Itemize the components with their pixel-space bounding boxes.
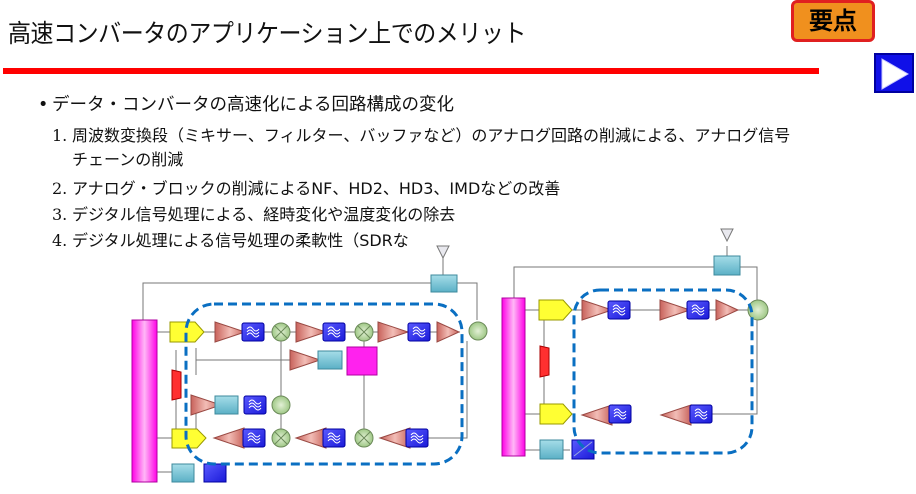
right-block-diagram (501, 228, 769, 460)
title-divider (3, 68, 819, 74)
list-item: 4.デジタル処理による信号処理の柔軟性（SDRな (52, 227, 409, 251)
next-slide-button[interactable] (874, 53, 914, 93)
adc-block (171, 428, 207, 449)
dashed-reduction-boundary (572, 288, 754, 455)
item-text: デジタル処理による信号処理の柔軟性（SDRな (72, 231, 409, 250)
dac-block (538, 299, 573, 321)
ant-control-block (430, 274, 458, 293)
dds-block (317, 350, 343, 370)
pll-block (214, 395, 239, 415)
main-bullet: •データ・コンバータの高速化による回路構成の変化 (38, 91, 454, 116)
freq-multiplier-block (346, 346, 378, 376)
video-process-block (539, 439, 564, 460)
item-number: 2. (52, 179, 68, 198)
bullet-text: データ・コンバータの高速化による回路構成の変化 (52, 95, 454, 115)
antenna-icon (436, 245, 450, 260)
oscillator-icon (271, 395, 291, 415)
item-number: 1. (52, 126, 68, 145)
list-item: 3.デジタル信号処理による、経時変化や温度変化の除去 (52, 201, 455, 225)
list-item: 1.周波数変換段（ミキサー、フィルター、バッファなど）のアナログ回路の削減による… (52, 122, 790, 170)
item-text-continued: チェーンの削減 (72, 150, 184, 169)
play-triangle-icon (881, 58, 910, 90)
circulator-icon (468, 321, 488, 341)
adc-block (539, 403, 573, 425)
fpga-dsp-block (131, 319, 158, 483)
item-text: デジタル信号処理による、経時変化や温度変化の除去 (72, 205, 456, 224)
vco-buf-block (171, 369, 182, 401)
video-process-block (171, 463, 195, 483)
left-block-diagram (131, 245, 488, 483)
ant-control-block (713, 255, 741, 276)
page-title: 高速コンバータのアプリケーション上でのメリット (8, 19, 526, 48)
antenna-icon (720, 228, 734, 243)
item-number: 3. (52, 205, 68, 224)
fpga-dsp-block (501, 297, 526, 457)
list-item: 2.アナログ・ブロックの削減によるNF、HD2、HD3、IMDなどの改善 (52, 175, 560, 199)
dashed-reduction-boundary (184, 302, 464, 466)
clk-gen-block (539, 345, 550, 378)
circulator-icon (747, 299, 769, 321)
key-points-badge[interactable]: 要点 (791, 0, 875, 42)
item-number: 4. (52, 231, 68, 250)
dac-block (169, 321, 205, 343)
item-text: 周波数変換段（ミキサー、フィルター、バッファなど）のアナログ回路の削減による、ア… (72, 126, 791, 145)
display-block (203, 463, 227, 483)
item-text: アナログ・ブロックの削減によるNF、HD2、HD3、IMDなどの改善 (72, 179, 561, 198)
bullet-dot: • (38, 95, 49, 115)
